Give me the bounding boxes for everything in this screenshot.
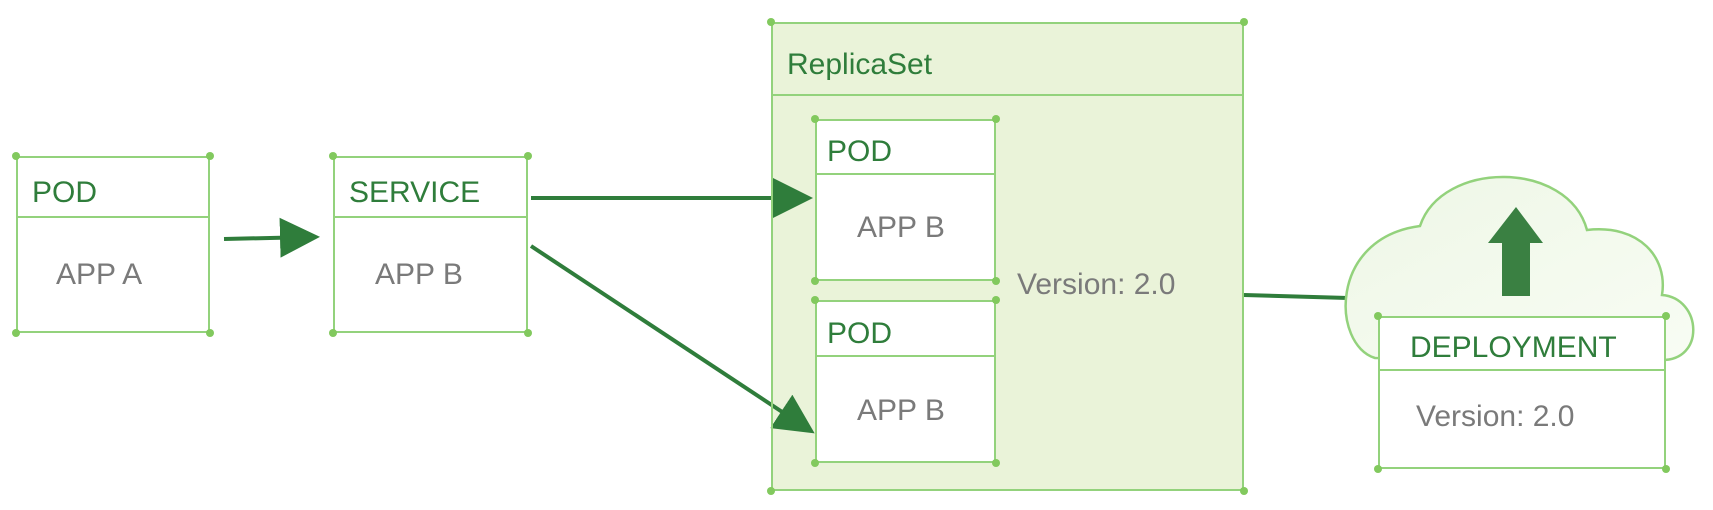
pod-1-title: POD xyxy=(827,135,893,168)
corner-handle xyxy=(1662,312,1670,320)
pod-a-app: APP A xyxy=(56,258,143,291)
service-app: APP B xyxy=(375,258,463,291)
corner-handle xyxy=(206,152,214,160)
replicaset-box[interactable]: ReplicaSet Version: 2.0 xyxy=(771,22,1244,491)
corner-handle xyxy=(811,296,819,304)
pod-1-app: APP B xyxy=(857,211,945,244)
replicaset-pod-1[interactable]: POD APP B xyxy=(815,119,996,281)
corner-handle xyxy=(767,487,775,495)
deployment-box[interactable]: DEPLOYMENT Version: 2.0 xyxy=(1378,316,1666,469)
corner-handle xyxy=(811,277,819,285)
corner-handle xyxy=(1374,312,1382,320)
corner-handle xyxy=(12,152,20,160)
service-box[interactable]: SERVICE APP B xyxy=(333,156,528,333)
arrow-service-to-pod-2 xyxy=(529,244,815,434)
replicaset-title: ReplicaSet xyxy=(787,48,933,81)
corner-handle xyxy=(992,115,1000,123)
pod-2-title: POD xyxy=(827,317,893,350)
deployment-version: Version: 2.0 xyxy=(1416,400,1575,433)
replicaset-version: Version: 2.0 xyxy=(1017,268,1176,301)
deployment-title: DEPLOYMENT xyxy=(1410,331,1617,364)
corner-handle xyxy=(524,152,532,160)
corner-handle xyxy=(811,459,819,467)
corner-handle xyxy=(329,152,337,160)
corner-handle xyxy=(767,18,775,26)
corner-handle xyxy=(992,459,1000,467)
service-title: SERVICE xyxy=(349,176,481,209)
pod-2-app: APP B xyxy=(857,394,945,427)
corner-handle xyxy=(811,115,819,123)
pod-a-box[interactable]: POD APP A xyxy=(16,156,210,333)
replicaset-deployment-link xyxy=(1243,293,1349,300)
corner-handle xyxy=(1240,18,1248,26)
upload-arrow-icon xyxy=(1488,207,1543,296)
corner-handle xyxy=(1374,465,1382,473)
replicaset-pod-2[interactable]: POD APP B xyxy=(815,300,996,463)
corner-handle xyxy=(524,329,532,337)
corner-handle xyxy=(206,329,214,337)
corner-handle xyxy=(992,277,1000,285)
corner-handle xyxy=(1662,465,1670,473)
arrow-pod-to-service xyxy=(223,217,320,258)
pod-a-title: POD xyxy=(32,176,98,209)
corner-handle xyxy=(329,329,337,337)
corner-handle xyxy=(12,329,20,337)
corner-handle xyxy=(1240,487,1248,495)
corner-handle xyxy=(992,296,1000,304)
